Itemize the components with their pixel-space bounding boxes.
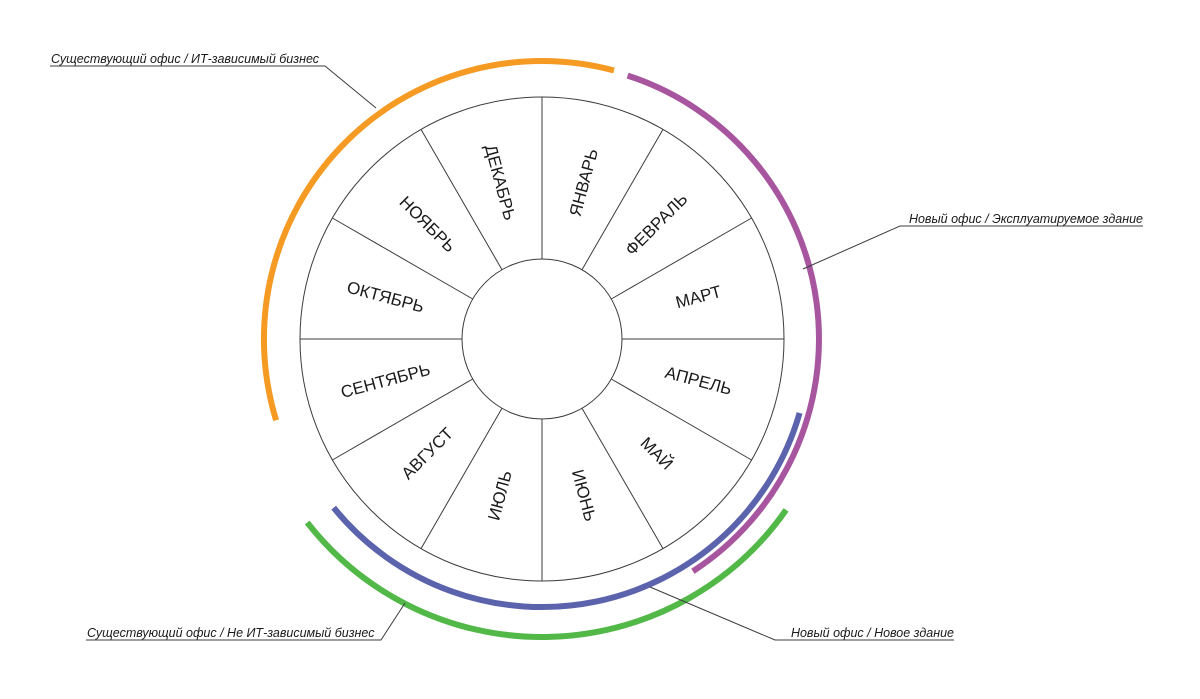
month-label: НОЯБРЬ bbox=[396, 193, 460, 257]
month-label: МАЙ bbox=[637, 434, 677, 474]
leader-existing-it bbox=[50, 65, 377, 109]
legend-existing-non-it: Существующий офис / Не ИТ-зависимый бизн… bbox=[87, 626, 375, 640]
month-divider bbox=[611, 217, 752, 300]
month-label: МАРТ bbox=[674, 282, 724, 312]
month-divider bbox=[581, 408, 664, 549]
month-divider bbox=[581, 129, 664, 270]
month-label: ИЮЛЬ bbox=[484, 468, 516, 522]
month-label: АПРЕЛЬ bbox=[663, 363, 734, 399]
month-label: ФЕВРАЛЬ bbox=[622, 189, 692, 259]
leader-new-operated bbox=[802, 225, 1143, 270]
month-divider bbox=[420, 408, 503, 549]
legend-new-building: Новый офис / Новое здание bbox=[791, 626, 954, 640]
month-divider bbox=[420, 129, 503, 270]
month-label: АВГУСТ bbox=[398, 424, 457, 483]
arc-new-building bbox=[331, 412, 803, 610]
arc-existing-non-it-dependent bbox=[304, 508, 789, 640]
month-divider bbox=[611, 378, 752, 461]
month-labels: ЯНВАРЬ ФЕВРАЛЬ МАРТ АПРЕЛЬ МАЙ ИЮНЬ ИЮЛЬ АВГУСТ… bbox=[339, 142, 734, 523]
arc-existing-it-dependent bbox=[260, 58, 615, 422]
leader-new-building bbox=[649, 586, 954, 641]
month-dividers bbox=[300, 97, 784, 581]
month-label: ЯНВАРЬ bbox=[566, 147, 602, 219]
arc-new-operated-building bbox=[626, 72, 822, 574]
leader-existing-non-it bbox=[86, 602, 406, 641]
inner-hub bbox=[461, 258, 623, 420]
legend-existing-it: Существующий офис / ИТ-зависимый бизнес bbox=[51, 52, 320, 66]
month-label: СЕНТЯБРЬ bbox=[339, 360, 433, 402]
month-label: ДЕКАБРЬ bbox=[481, 142, 519, 222]
month-divider bbox=[332, 217, 473, 300]
month-label: ИЮНЬ bbox=[568, 468, 600, 524]
legend-new-operated: Новый офис / Эксплуатируемое здание bbox=[909, 212, 1143, 226]
month-divider bbox=[332, 378, 473, 461]
month-label: ОКТЯБРЬ bbox=[345, 278, 426, 317]
